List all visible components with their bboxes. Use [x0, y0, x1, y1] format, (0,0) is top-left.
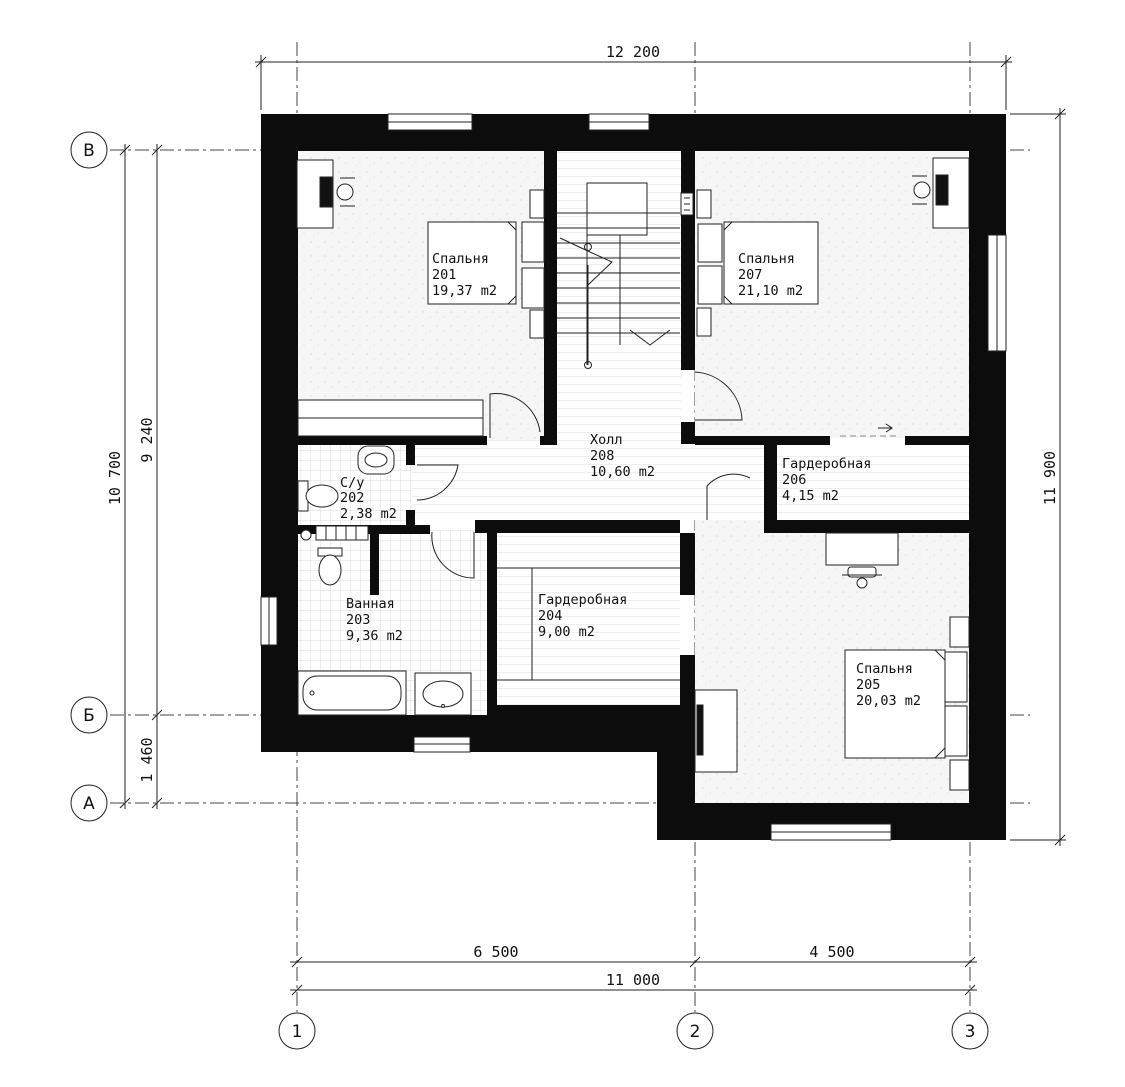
room-label-201: Спальня 201 19,37 m2 — [432, 251, 497, 299]
dim-bottom-right: 4 500 — [809, 943, 854, 961]
dim-left-lower: 1 460 — [138, 737, 156, 782]
room-area: 9,00 m2 — [538, 624, 595, 640]
window-icon — [987, 234, 1007, 352]
room-label-208: Холл 208 10,60 m2 — [590, 432, 655, 480]
room-number: 206 — [782, 472, 806, 488]
room-number: 204 — [538, 608, 562, 624]
dim-bottom-left: 6 500 — [473, 943, 518, 961]
room-name: Спальня — [856, 661, 913, 677]
room-number: 202 — [340, 490, 364, 506]
room-number: 205 — [856, 677, 880, 693]
window-icon — [770, 823, 892, 841]
toilet-icon — [297, 480, 339, 512]
bed-icon — [696, 189, 819, 337]
dim-right-total: 11 900 — [1041, 451, 1059, 505]
room-area: 9,36 m2 — [346, 628, 403, 644]
axis-marker-2: 2 — [690, 1022, 701, 1042]
wardrobe-icon — [297, 399, 484, 437]
desk-chair-icon — [296, 159, 355, 229]
room-name: Спальня — [432, 251, 489, 267]
axis-marker-v: В — [83, 141, 95, 161]
wardrobe-icon — [497, 567, 680, 681]
room-label-205: Спальня 205 20,03 m2 — [856, 661, 921, 709]
room-name: Ванная — [346, 596, 395, 612]
window-icon — [413, 736, 471, 753]
room-area: 10,60 m2 — [590, 464, 655, 480]
bathtub-icon — [297, 670, 407, 716]
switch-icon — [680, 192, 694, 216]
axis-marker-b: Б — [83, 706, 95, 726]
dim-left-inner: 9 240 — [138, 417, 156, 462]
dimension-lines — [119, 55, 1066, 996]
room-area: 20,03 m2 — [856, 693, 921, 709]
room-label-204: Гардеробная 204 9,00 m2 — [538, 592, 627, 640]
sink-icon — [414, 672, 472, 716]
axis-marker-3: 3 — [965, 1022, 976, 1042]
desk-chair-icon — [912, 157, 970, 229]
tv-unit-icon — [694, 689, 738, 773]
room-label-202: С/у 202 2,38 m2 — [340, 475, 397, 522]
axis-marker-a: А — [83, 794, 95, 814]
room-name: Гардеробная — [782, 456, 871, 472]
room-name: Спальня — [738, 251, 795, 267]
room-label-207: Спальня 207 21,10 m2 — [738, 251, 803, 299]
room-area: 21,10 m2 — [738, 283, 803, 299]
room-area: 19,37 m2 — [432, 283, 497, 299]
window-icon — [588, 113, 650, 131]
room-name: Холл — [590, 432, 623, 448]
axis-marker-1: 1 — [292, 1022, 303, 1042]
dim-bottom-total: 11 000 — [606, 971, 660, 989]
room-area: 4,15 m2 — [782, 488, 839, 504]
desk-chair-icon — [825, 532, 899, 589]
toilet-icon — [317, 547, 343, 586]
room-area: 2,38 m2 — [340, 506, 397, 522]
room-label-203: Ванная 203 9,36 m2 — [346, 596, 403, 644]
room-name: С/у — [340, 475, 364, 491]
room-number: 203 — [346, 612, 370, 628]
walls — [261, 114, 1006, 840]
stairs-icon — [557, 182, 680, 369]
sink-icon — [357, 445, 395, 475]
room-number: 208 — [590, 448, 614, 464]
room-number: 207 — [738, 267, 762, 283]
bed-icon — [427, 189, 545, 339]
room-number: 201 — [432, 267, 456, 283]
room-label-206: Гардеробная 206 4,15 m2 — [782, 456, 871, 504]
room-name: Гардеробная — [538, 592, 627, 608]
windows — [260, 113, 1007, 841]
window-icon — [260, 596, 278, 646]
dim-top-total: 12 200 — [606, 43, 660, 61]
dim-left-outer: 10 700 — [106, 451, 124, 505]
bed-icon — [844, 616, 970, 791]
window-icon — [387, 113, 473, 131]
washer-icon — [300, 525, 369, 541]
axis-markers — [70, 131, 989, 1050]
door-swing-icon — [416, 371, 900, 579]
